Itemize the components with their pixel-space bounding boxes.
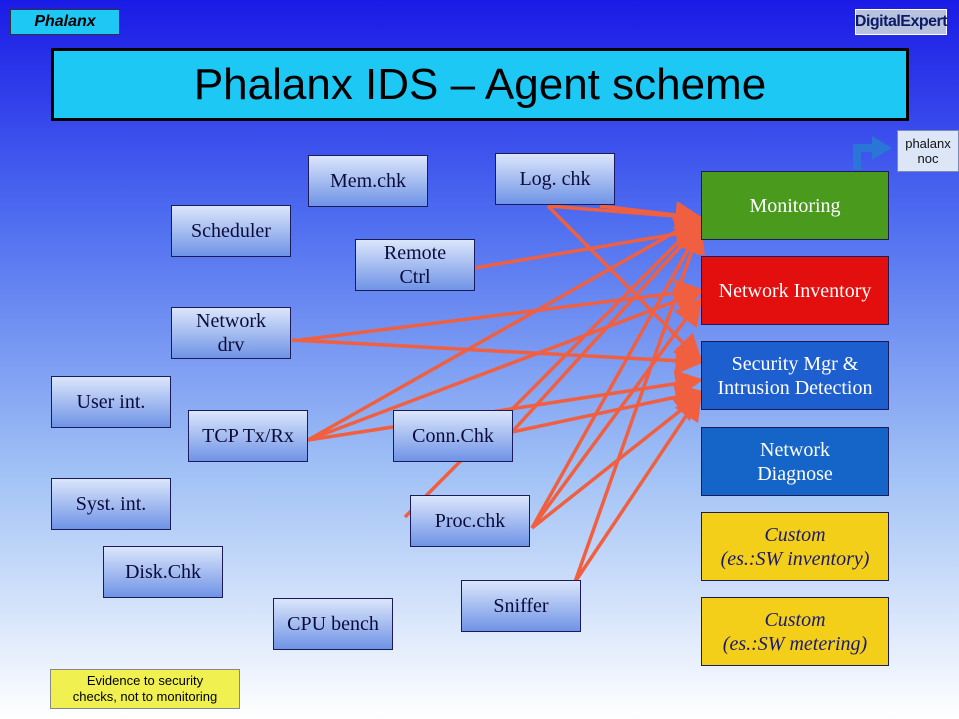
agent-user-int: User int. — [51, 376, 171, 428]
agent-remote-ctrl: Remote Ctrl — [355, 239, 475, 291]
module-network-inventory: Network Inventory — [701, 256, 889, 325]
arrow-conn-security — [511, 383, 704, 434]
agent-scheduler: Scheduler — [171, 205, 291, 257]
arrow-tcp-inventory — [307, 287, 704, 442]
arrow-bottom-lowleft — [403, 217, 703, 519]
digitalexpert-logo: DigitalExpert — [855, 9, 948, 35]
phalanx-noc-label: phalanx noc — [897, 130, 959, 172]
arrow-conn-monitoring — [510, 222, 703, 434]
agent-tcp-tx-rx: TCP Tx/Rx — [188, 410, 308, 462]
arrow-proc-monitoring — [530, 224, 702, 529]
agent-cpu-bench: CPU bench — [273, 598, 393, 650]
arrow-sniffer-security — [573, 392, 702, 583]
arrow-networkdrv-security — [291, 338, 704, 375]
module-security-mgr: Security Mgr & Intrusion Detection — [701, 341, 889, 410]
agent-sniffer: Sniffer — [461, 580, 581, 632]
arrow-remote-monitoring — [473, 220, 704, 270]
page-title: Phalanx IDS – Agent scheme — [51, 48, 909, 121]
arrow-proc-inventory — [530, 297, 703, 530]
noc-arrow-icon — [853, 136, 892, 170]
agent-log-chk: Log. chk — [495, 153, 615, 205]
agent-mem-chk: Mem.chk — [308, 155, 428, 207]
arrow-sniffer-monitoring — [573, 224, 706, 583]
agent-network-drv: Network drv — [171, 307, 291, 359]
module-custom-inventory: Custom (es.:SW inventory) — [701, 512, 889, 581]
arrow-log-security — [546, 204, 703, 363]
phalanx-logo: Phalanx — [10, 9, 120, 35]
evidence-note: Evidence to security checks, not to moni… — [50, 669, 240, 709]
module-network-diagnose: Network Diagnose — [701, 427, 889, 496]
agent-proc-chk: Proc.chk — [410, 495, 530, 547]
agent-disk-chk: Disk.Chk — [103, 546, 223, 598]
arrow-tcp-monitoring — [307, 216, 704, 442]
module-custom-metering: Custom (es.:SW metering) — [701, 597, 889, 666]
agent-conn-chk: Conn.Chk — [393, 410, 513, 462]
module-monitoring: Monitoring — [701, 171, 889, 240]
agent-syst-int: Syst. int. — [51, 478, 171, 530]
arrow-memchk-monitoring — [599, 201, 704, 229]
